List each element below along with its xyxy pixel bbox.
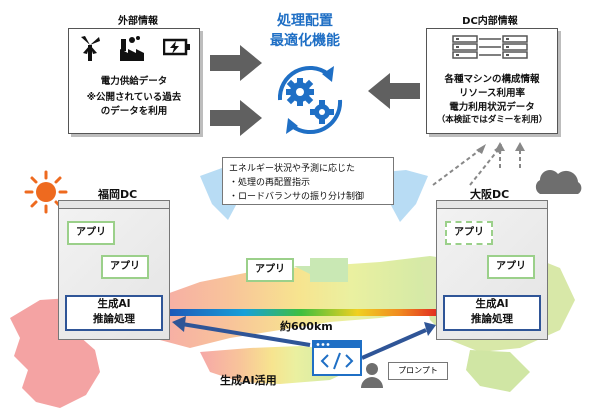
migrating-app: アプリ [246, 258, 294, 282]
osaka-ai-line1: 生成AI [475, 298, 509, 310]
dc-internal-line1: 各種マシンの構成情報 [444, 74, 540, 85]
fukuoka-dc-label: 福岡DC [98, 188, 138, 201]
transmission-line [160, 309, 442, 316]
kansai-south [466, 350, 530, 392]
osaka-app-1: アプリ [445, 221, 493, 245]
callout-box: エネルギー状況や予測に応じた ・処理の再配置指示 ・ロードバランサの振り分け制御 [222, 157, 394, 205]
dc-internal-box: 各種マシンの構成情報 リソース利用率 電力利用状況データ （本検証ではダミーを利… [426, 28, 558, 134]
code-window-icon [312, 340, 362, 376]
osaka-ai-line2: 推論処理 [471, 313, 513, 325]
fukuoka-ai-box: 生成AI 推論処理 [65, 295, 163, 331]
factory-icon [120, 36, 144, 61]
dc-internal-title: DC内部情報 [462, 16, 518, 27]
cloud-icon [535, 170, 582, 194]
arrow-external-top [210, 45, 262, 81]
callout-line3: ・ロードバランサの振り分け制御 [229, 192, 365, 202]
ai-arrow-left-head [172, 316, 186, 332]
battery-icon [163, 38, 190, 56]
osaka-dc-top [436, 200, 548, 211]
server-rack-icon [452, 35, 528, 59]
fukuoka-app-2: アプリ [101, 255, 149, 279]
external-info-box: 電力供給データ ※公開されている過去 のデータを利用 [68, 28, 200, 134]
callout-line1: エネルギー状況や予測に応じた [229, 164, 356, 174]
windmill-icon [81, 36, 100, 61]
center-title-line1: 処理配置 [277, 13, 333, 29]
osaka-dc-label: 大阪DC [470, 188, 510, 201]
arrow-external-bottom [210, 100, 262, 136]
dc-internal-line3: 電力利用状況データ [449, 102, 535, 113]
arrow-dc-internal [368, 73, 420, 109]
dc-internal-line4: （本検証ではダミーを利用） [436, 115, 548, 125]
distance-label: 約600km [280, 320, 333, 333]
osaka-app-2: アプリ [487, 255, 535, 279]
fukuoka-dc-top [58, 200, 170, 211]
prompt-label: プロンプト [398, 366, 438, 375]
external-info-line1: 電力供給データ [100, 76, 168, 87]
dc-internal-line2: リソース利用率 [458, 88, 526, 99]
optimization-cycle-icon [277, 66, 343, 134]
user-icon [361, 363, 383, 388]
external-info-line2: ※公開されている過去 [86, 92, 182, 103]
center-title-line2: 最適化機能 [270, 33, 340, 49]
fukuoka-app-1: アプリ [67, 221, 115, 245]
ai-usage-label: 生成AI活用 [220, 374, 277, 387]
chugoku-region [145, 256, 488, 348]
fukuoka-ai-line1: 生成AI [97, 298, 131, 310]
ai-arrow-right-head [424, 322, 436, 336]
sun-icon [24, 170, 68, 214]
fukuoka-ai-line2: 推論処理 [93, 313, 135, 325]
callout-line2: ・処理の再配置指示 [229, 178, 311, 188]
arrow-to-osaka [384, 170, 428, 222]
migration-arrow [294, 258, 348, 282]
prompt-bubble: プロンプト [388, 362, 448, 380]
osaka-ai-box: 生成AI 推論処理 [443, 295, 541, 331]
external-info-title: 外部情報 [118, 16, 158, 27]
osaka-dc-server: アプリ アプリ 生成AI 推論処理 [436, 208, 548, 340]
external-info-line3: のデータを利用 [100, 106, 168, 117]
fukuoka-dc-server: アプリ アプリ 生成AI 推論処理 [58, 208, 170, 340]
